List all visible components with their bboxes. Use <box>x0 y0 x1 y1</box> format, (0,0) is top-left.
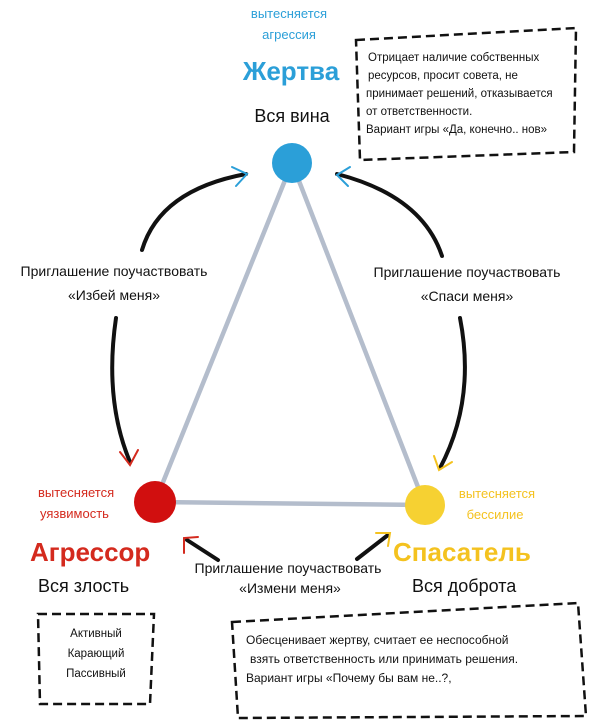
aggressor-subtitle: Вся злость <box>38 576 130 596</box>
edge-victim-aggressor <box>152 162 295 503</box>
bottom-right-arrowhead <box>375 532 392 547</box>
victim-subtitle: Вся вина <box>254 106 330 126</box>
victim-box-line5: Вариант игры «Да, конечно.. нов» <box>366 124 548 136</box>
rescuer-node <box>405 485 445 525</box>
aggressor-box-line1: Активный <box>70 628 122 640</box>
right-invitation-line2: «Спаси меня» <box>420 288 514 304</box>
edge-aggressor-rescuer <box>154 499 426 508</box>
right-arc-arrowhead-top <box>335 166 351 187</box>
bottom-invitation-line2: «Измени меня» <box>239 580 341 596</box>
aggressor-info-box <box>36 612 156 706</box>
rescuer-box-line1: Обесценивает жертву, считает ее неспособ… <box>246 633 509 647</box>
rescuer-box-line2: взять ответственность или принимать реше… <box>250 652 519 666</box>
bottom-left-arrow <box>185 538 220 562</box>
right-arc-arrow <box>335 172 467 470</box>
aggressor-node <box>134 481 176 523</box>
rescuer-suppressed-line2: бессилие <box>466 507 524 522</box>
aggressor-box-line2: Карающий <box>67 648 125 660</box>
bottom-invitation-line1: Приглашение поучаствовать <box>194 560 382 576</box>
victim-box-line3: принимает решений, отказывается <box>366 88 553 100</box>
rescuer-subtitle: Вся доброта <box>412 576 517 596</box>
aggressor-suppressed-line2: уязвимость <box>40 506 109 521</box>
edge-victim-rescuer <box>289 162 428 506</box>
aggressor-suppressed-line1: вытесняется <box>38 485 115 500</box>
right-invitation-line1: Приглашение поучаствовать <box>373 264 561 280</box>
left-arc-arrow <box>110 172 248 464</box>
aggressor-title: Агрессор <box>30 537 151 567</box>
rescuer-suppressed-line1: вытесняется <box>458 486 536 501</box>
victim-node <box>272 143 312 183</box>
right-arc-arrowhead-bottom <box>433 455 453 472</box>
left-invitation-line1: Приглашение поучаствовать <box>20 263 208 279</box>
rescuer-info-box <box>230 601 588 720</box>
victim-suppressed-line1: вытесняется <box>250 6 328 21</box>
rescuer-title: Спасатель <box>393 537 531 567</box>
rescuer-box-line3: Вариант игры «Почему бы вам не..?, <box>246 671 452 685</box>
victim-box-line2: ресурсов, просит совета, не <box>368 70 518 82</box>
bottom-left-arrowhead <box>183 536 199 554</box>
left-invitation-line2: «Избей меня» <box>68 287 160 303</box>
left-arc-arrowhead-top <box>231 166 249 187</box>
victim-box-line4: от ответственности. <box>366 106 473 118</box>
bottom-right-arrow <box>355 533 390 561</box>
victim-title: Жертва <box>242 56 340 86</box>
victim-suppressed-line2: агрессия <box>262 27 316 42</box>
victim-info-box <box>354 26 578 162</box>
aggressor-box-line3: Пассивный <box>66 668 126 680</box>
left-arc-arrowhead-bottom <box>119 449 139 467</box>
victim-box-line1: Отрицает наличие собственных <box>368 52 540 64</box>
